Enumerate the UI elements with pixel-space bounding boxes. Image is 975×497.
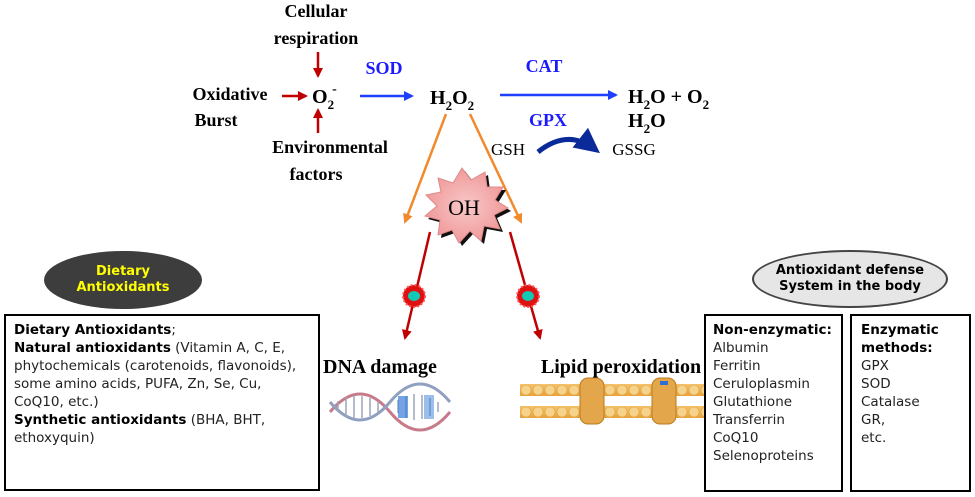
non-enzymatic-title: Non-enzymatic: (713, 322, 832, 338)
non-enzymatic-item: Glutathione (713, 394, 793, 410)
non-enzymatic-item: Selenoproteins (713, 448, 814, 464)
cellular-respiration-label-2: respiration (274, 28, 359, 48)
non-enzymatic-item: CoQ10 (713, 430, 759, 446)
cellular-respiration-label: Cellular (285, 1, 348, 21)
red-arrow-to-dna (401, 231, 432, 340)
synthetic-antioxidants-text: Synthetic antioxidants (BHA, BHT, ethoxy… (14, 411, 310, 447)
natural-antioxidants-list: (Vitamin A, C, E, phytochemicals (carote… (14, 340, 297, 410)
dietary-oval-line1: Dietary (96, 264, 150, 279)
enzymatic-title-line2: methods: (861, 340, 933, 356)
dna-helix-image (328, 382, 452, 432)
environmental-factors-label: Environmental (272, 137, 388, 157)
lipid-membrane-image (520, 377, 726, 425)
defense-oval-line2: System in the body (779, 279, 921, 294)
lipid-peroxidation-label: Lipid peroxidation (541, 356, 701, 378)
water-product: H2O (628, 110, 666, 136)
antioxidant-defense-oval: Antioxidant defense System in the body (752, 250, 948, 308)
non-enzymatic-box: Non-enzymatic: Albumin Ferritin Cerulopl… (704, 314, 843, 492)
water-oxygen-product: H2O + O2 (628, 86, 709, 112)
cat-label: CAT (526, 56, 563, 76)
enzymatic-item: Catalase (861, 394, 920, 410)
gsh-gssg-curved-arrow (536, 127, 600, 154)
enzymatic-item: GR, (861, 412, 886, 428)
sod-label: SOD (365, 58, 402, 78)
radical-marker-left (402, 284, 426, 308)
non-enzymatic-item: Ferritin (713, 358, 761, 374)
dna-damage-label: DNA damage (323, 356, 437, 378)
natural-antioxidants-label: Natural antioxidants (14, 340, 171, 356)
radical-marker-right (516, 284, 540, 308)
enzymatic-title-line1: Enzymatic (861, 322, 939, 338)
environmental-factors-label-2: factors (290, 164, 343, 184)
non-enzymatic-item: Transferrin (713, 412, 785, 428)
gssg-label: GSSG (612, 140, 655, 159)
dietary-box-title-line: Dietary Antioxidants; (14, 321, 310, 339)
dietary-box-title-suffix: ; (171, 322, 176, 338)
synthetic-antioxidants-label: Synthetic antioxidants (14, 412, 187, 428)
dietary-box-title: Dietary Antioxidants (14, 322, 172, 338)
orange-arrow-right (468, 113, 523, 224)
oxidative-burst-label-2: Burst (194, 110, 237, 130)
gpx-label: GPX (529, 110, 567, 130)
dietary-oval-line2: Antioxidants (76, 280, 170, 295)
enzymatic-item: GPX (861, 358, 889, 374)
oxidative-burst-label: Oxidative (193, 84, 268, 104)
natural-antioxidants-text: Natural antioxidants (Vitamin A, C, E, p… (14, 339, 310, 411)
hydroxyl-burst (423, 167, 510, 244)
orange-arrow-left (403, 113, 448, 224)
non-enzymatic-item: Albumin (713, 340, 769, 356)
superoxide-label: O2- (312, 82, 337, 112)
enzymatic-box: Enzymatic methods: GPX SOD Catalase GR, … (850, 314, 971, 492)
non-enzymatic-item: Ceruloplasmin (713, 376, 810, 392)
h2o2-label: H2O2 (430, 87, 474, 113)
hydroxyl-label: OH (448, 195, 480, 220)
enzymatic-item: SOD (861, 376, 891, 392)
dietary-antioxidants-box: Dietary Antioxidants; Natural antioxidan… (4, 314, 320, 491)
defense-oval-line1: Antioxidant defense (775, 263, 925, 278)
synthetic-antioxidants-list: (BHA, BHT, ethoxyquin) (14, 412, 266, 446)
gsh-label: GSH (491, 140, 525, 159)
enzymatic-item: etc. (861, 430, 887, 446)
dietary-antioxidants-oval: Dietary Antioxidants (44, 251, 202, 309)
